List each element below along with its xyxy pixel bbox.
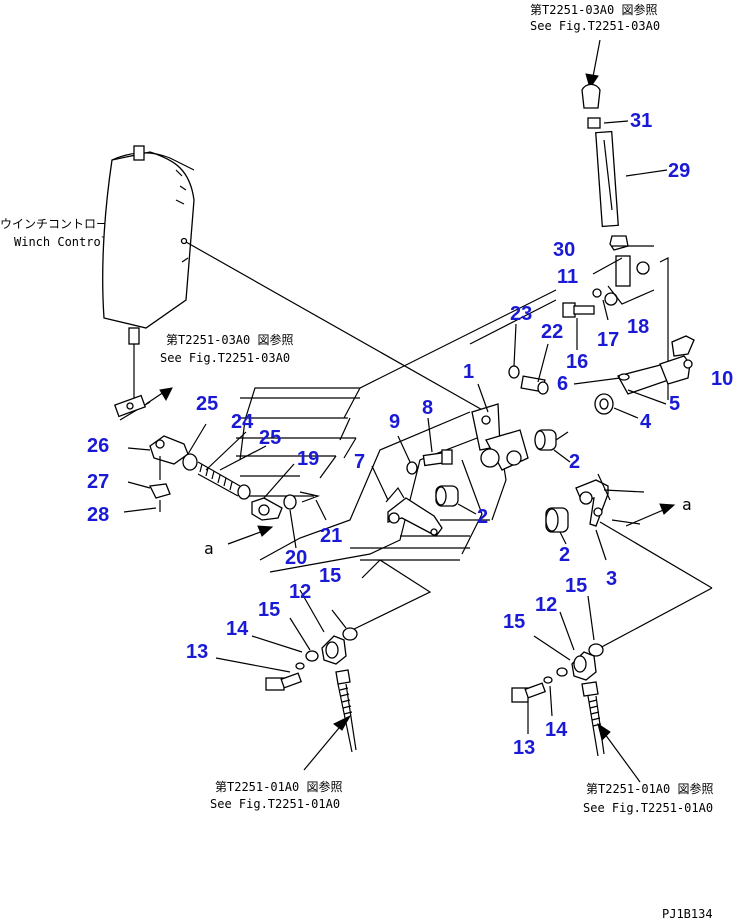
nut-25 <box>237 484 251 500</box>
part-number: 5 <box>669 393 680 415</box>
arrow-a-left-line <box>227 529 267 545</box>
bushing-2-middle <box>435 485 477 515</box>
part-number: 30 <box>553 239 575 261</box>
part-number: 6 <box>557 373 568 395</box>
part-number: 14 <box>226 618 249 640</box>
lower-right-rod-end <box>511 595 641 783</box>
ref-bottom-right-line1: 第T2251-01A0 図参照 <box>586 781 713 796</box>
part-number: 29 <box>668 160 690 182</box>
bushing-2-lower <box>545 507 569 545</box>
part-number: 22 <box>541 321 563 343</box>
part-number: 11 <box>557 266 578 288</box>
arrow-a-left-head <box>257 525 274 537</box>
part-number: 2 <box>559 544 570 566</box>
part-number: 25 <box>196 393 218 415</box>
nut-9 <box>397 435 418 475</box>
part-number: 20 <box>285 547 307 569</box>
part-number: 21 <box>320 525 342 547</box>
washer-23 <box>508 365 520 379</box>
part-number: 15 <box>319 565 341 587</box>
bolt-22 <box>520 375 549 395</box>
part-number: 27 <box>87 471 109 493</box>
bolt-8 <box>422 417 453 467</box>
drawing-code: PJ1B134 <box>662 907 713 921</box>
part-number: 26 <box>87 435 109 457</box>
pin-28 <box>123 500 161 513</box>
ref-top-line1: 第T2251-03A0 図参照 <box>530 2 657 17</box>
lever-3 <box>575 479 713 651</box>
part-number: 15 <box>565 575 587 597</box>
part-number: 15 <box>503 611 525 633</box>
part-number: 17 <box>597 329 619 351</box>
ref-bottom-left-line2: See Fig.T2251-01A0 <box>210 797 340 811</box>
ref-left-line2: See Fig.T2251-03A0 <box>160 351 290 365</box>
part-number: 9 <box>389 411 400 433</box>
part-number: 19 <box>297 448 319 470</box>
arrow-a-right-head <box>659 503 676 515</box>
part-number: 13 <box>513 737 535 759</box>
part-number: 4 <box>640 411 652 433</box>
part-number: 12 <box>535 594 557 616</box>
bolt-16 <box>562 302 595 318</box>
part-number: 12 <box>289 581 311 603</box>
ref-top-line2: See Fig.T2251-03A0 <box>530 19 660 33</box>
lower-left-rod-end <box>215 559 432 771</box>
part-number: 24 <box>231 411 254 433</box>
part-number: 14 <box>545 719 568 741</box>
part-number: 31 <box>630 110 652 132</box>
part-number: 15 <box>258 599 280 621</box>
lever-7 <box>371 465 443 537</box>
pin-5 <box>617 335 695 405</box>
part-number: 10 <box>711 368 733 390</box>
bushing-2-upper <box>534 429 571 463</box>
arrow-a-right-label: a <box>682 495 692 514</box>
arrow-a-left-label: a <box>204 539 214 558</box>
ref-bottom-left-line1: 第T2251-01A0 図参照 <box>215 779 342 794</box>
part-number: 8 <box>422 397 433 419</box>
rod-24 <box>182 423 267 497</box>
arrow-a-right-line <box>625 507 669 527</box>
part-number: 16 <box>566 351 588 373</box>
part-number: 13 <box>186 641 208 663</box>
part-number: 7 <box>354 451 365 473</box>
leader-box-to-lever <box>185 241 487 413</box>
ref-left-line1: 第T2251-03A0 図参照 <box>166 332 293 347</box>
winch-control-box <box>102 145 195 398</box>
part-number: 3 <box>606 568 617 590</box>
lever-bracket-1 <box>471 383 529 471</box>
part-number: 28 <box>87 504 109 526</box>
part-number: 2 <box>569 451 580 473</box>
part-number: 23 <box>510 303 532 325</box>
pin-21 <box>299 491 327 521</box>
nut-27 <box>127 481 171 499</box>
bolt-20 <box>283 494 297 549</box>
bushing-4 <box>594 393 639 419</box>
top-rod-assembly <box>581 39 669 400</box>
ref-bottom-right-line2: See Fig.T2251-01A0 <box>583 801 713 815</box>
part-number: 1 <box>463 361 474 383</box>
part-number-labels: 31 29 30 11 18 23 22 16 17 10 1 6 5 4 25… <box>87 110 733 759</box>
part-number: 18 <box>627 316 649 338</box>
rod-end-19 <box>251 463 295 521</box>
joint-26 <box>113 387 189 480</box>
part-number: 2 <box>477 506 488 528</box>
washer-6 <box>573 373 630 385</box>
part-number: 25 <box>259 427 281 449</box>
